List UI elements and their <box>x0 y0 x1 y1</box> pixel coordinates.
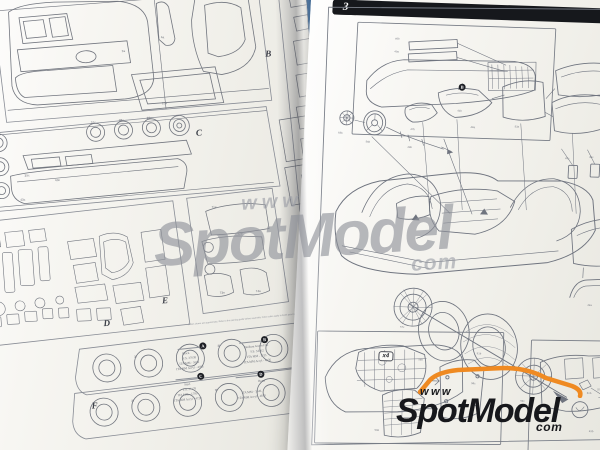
paint-name-a: Black <box>181 350 190 356</box>
part-number: 57c <box>399 325 405 329</box>
sprue-letter-b: B <box>264 48 272 59</box>
part-number: 33b <box>588 430 594 434</box>
part-number: 40b <box>394 37 400 41</box>
part-number: 4a <box>160 35 165 40</box>
part-number: 35c <box>24 173 30 178</box>
part-number: 3f <box>131 398 135 403</box>
paint-name-c: Steel <box>183 381 191 387</box>
part-number: 40c <box>54 177 61 183</box>
part-number: 46c <box>589 155 594 160</box>
part-number: 56b <box>365 140 371 144</box>
sprue-letter-d: D <box>103 317 111 329</box>
part-number: 43c <box>20 197 26 202</box>
right-page-assembly-step: 3 <box>286 0 600 450</box>
part-number: 37c <box>90 120 97 125</box>
paint-name-d: Brass <box>258 378 266 384</box>
part-number: 72e <box>237 231 243 236</box>
part-number: 60b <box>553 410 559 415</box>
part-number: 51b <box>476 352 482 356</box>
legend-rule <box>177 346 200 350</box>
paint-key-badge-d: D <box>257 370 265 379</box>
part-number: 55b <box>337 131 343 135</box>
part-number: 48a <box>470 125 476 130</box>
sprue-letter-e: E <box>161 295 169 306</box>
part-number: 58c <box>471 382 476 386</box>
part-number: 58b <box>418 358 424 362</box>
part-number: 40a <box>394 50 400 54</box>
part-number: 74e <box>255 288 262 294</box>
quantity-badge-x4: x4 <box>378 351 394 362</box>
part-number: 44a <box>587 303 593 308</box>
part-number: 47b <box>410 127 416 132</box>
part-number: 53a <box>514 125 520 129</box>
part-number: 61b <box>586 391 592 396</box>
part-number: 59c <box>520 399 525 403</box>
paint-key-badge-c: C <box>196 372 205 381</box>
left-page-parts-map: A B C D E F 2a 4a 12a 40c 37c 38c 39c 35… <box>0 0 340 450</box>
part-number: 38c <box>118 118 125 123</box>
part-number: 73e <box>219 290 226 295</box>
part-number: 41b <box>457 109 463 113</box>
part-number: 71e <box>211 204 217 210</box>
sprue-letter-f: F <box>91 400 98 411</box>
part-number: 2a <box>121 48 126 54</box>
part-number: 45c <box>564 157 570 161</box>
part-number: 50b <box>374 428 380 433</box>
part-number: 39c <box>146 115 152 120</box>
legend-rule <box>235 375 258 379</box>
right-page-drawing <box>311 6 600 450</box>
paint-key-badge-a: A <box>198 342 207 350</box>
part-number: 3f <box>133 354 137 359</box>
part-number: 12a <box>161 101 168 106</box>
sprue-letter-c: C <box>195 127 203 138</box>
part-number: 49b <box>407 145 413 150</box>
